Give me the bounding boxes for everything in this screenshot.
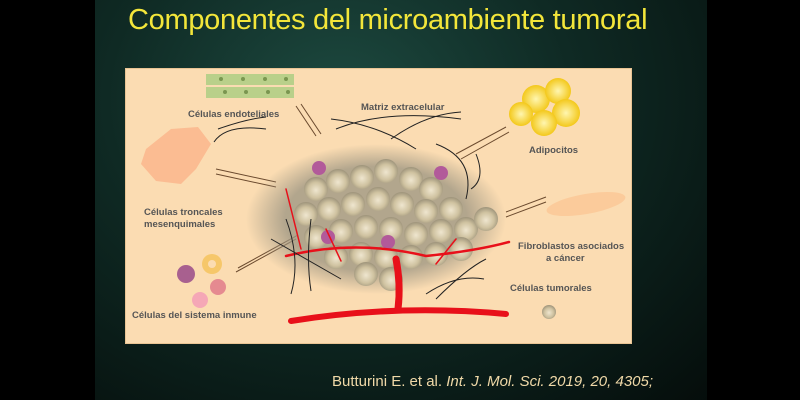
immune-cells-icon [177,254,226,308]
label-stem-cells-line1: Células troncales [144,207,223,218]
label-fibroblasts-line1: Fibroblastos asociados [518,241,625,252]
tumor-cell-legend-icon [542,305,556,319]
label-fibroblasts-line2: a cáncer [546,253,585,264]
label-stem-cells-line2: mesenquimales [144,219,216,230]
citation-authors: Butturini E. et al. [332,373,443,390]
figure-illustration [141,74,626,324]
label-immune-cells: Células del sistema inmune [132,310,257,321]
adipocytes-icon [509,78,580,136]
tumor-microenvironment-figure: Células endoteliales Matriz extracelular… [125,68,632,344]
blood-vessels [284,188,511,324]
label-extracellular-matrix: Matriz extracelular [361,102,445,113]
citation-journal: Int. J. Mol. Sci. 2019, 20, 4305; [446,373,654,390]
immune-cells-in-tumor [312,161,448,249]
label-adipocytes: Adipocitos [529,145,579,156]
label-endothelial-cells: Células endoteliales [188,109,280,120]
citation: Butturini E. et al. Int. J. Mol. Sci. 20… [332,373,653,390]
label-tumor-cells: Células tumorales [510,283,592,294]
endothelial-cells-icon [206,74,294,98]
extracellular-matrix-fibers [213,111,487,300]
fibroblasts-icon [546,191,626,217]
mesenchymal-stem-cells-icon [141,127,211,184]
slide-title: Componentes del microambiente tumoral [128,4,648,36]
